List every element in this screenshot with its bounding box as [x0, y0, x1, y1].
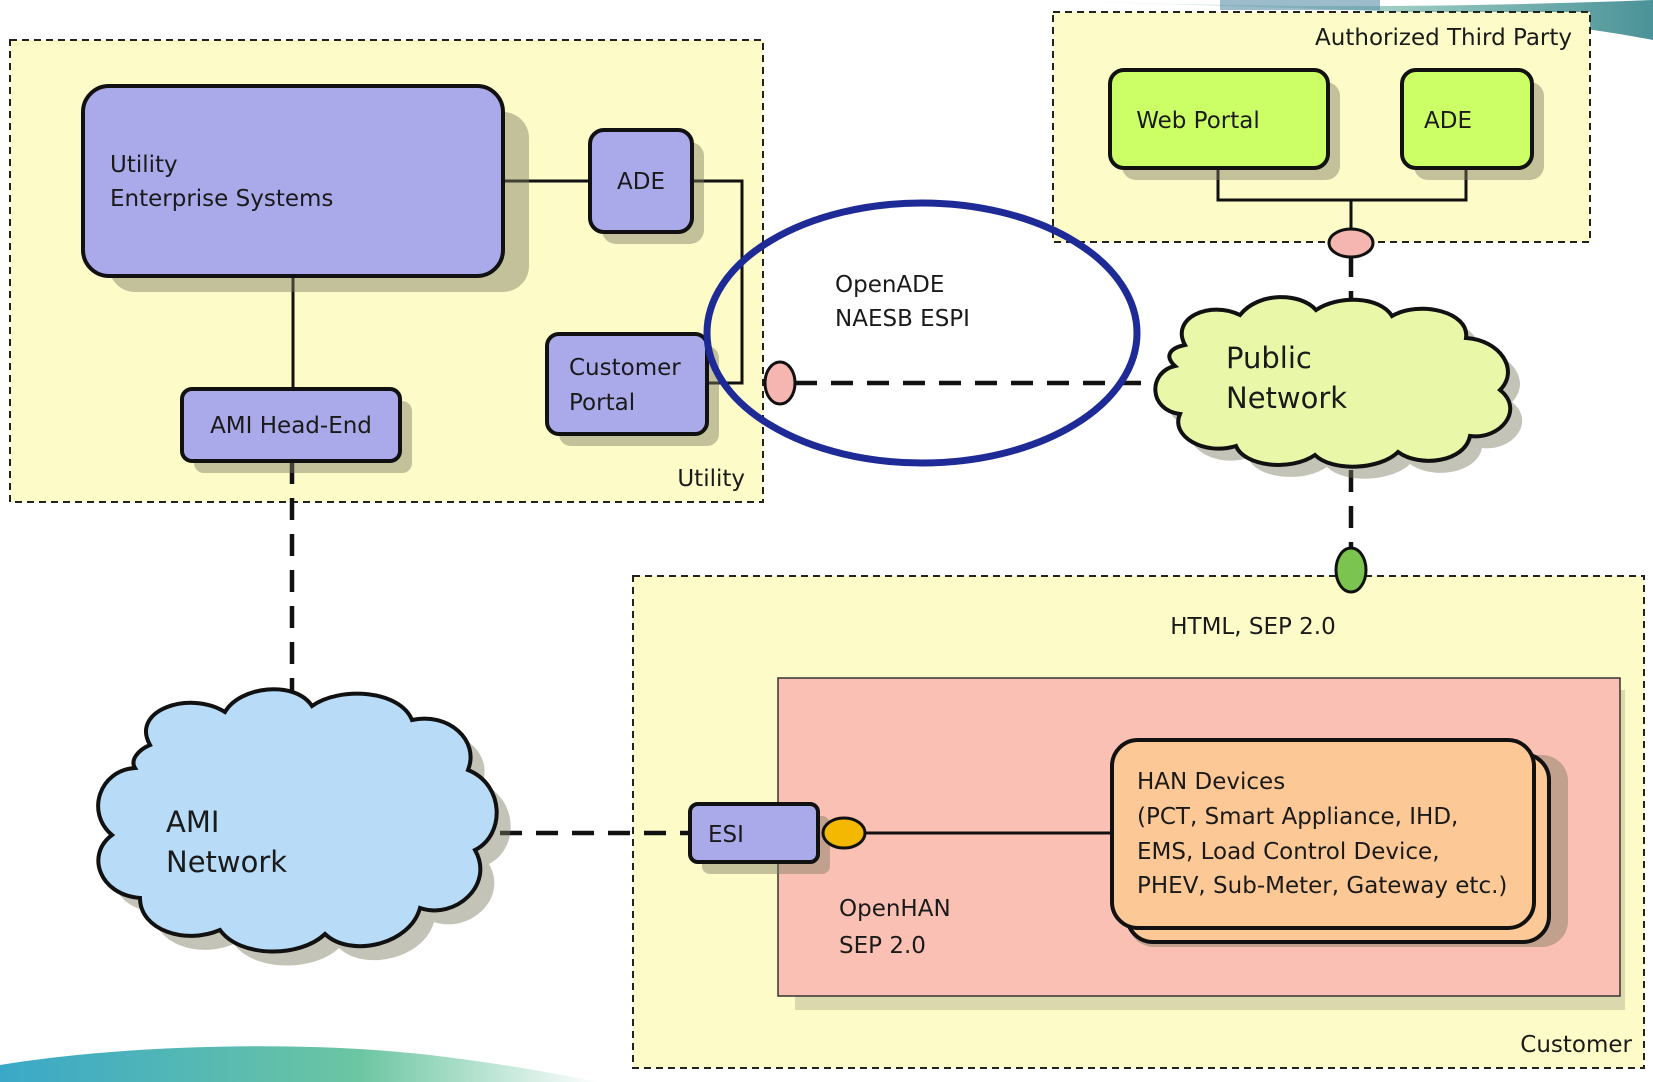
public-network-label-line2: Network: [1226, 381, 1347, 415]
openhan-label-line2: SEP 2.0: [839, 933, 926, 959]
han-devices-label-line1: HAN Devices: [1137, 769, 1285, 795]
esi: ESI: [688, 802, 830, 874]
han-devices-label-line4: PHEV, Sub-Meter, Gateway etc.): [1137, 873, 1507, 899]
openade-label-line2: NAESB ESPI: [835, 306, 970, 332]
web-portal: Web Portal: [1108, 68, 1340, 180]
ami-network-cloud: AMI Network: [96, 687, 511, 966]
public-network-cloud: Public Network: [1153, 295, 1523, 479]
port-third-party: [1327, 227, 1375, 259]
customer-portal-label-line2: Portal: [569, 390, 635, 416]
ami-network-label-line1: AMI: [166, 805, 219, 839]
connector-web-portal-bus: [1216, 170, 1468, 202]
openade-highlight-ellipse: [703, 199, 1141, 467]
enterprise-label-line1: Utility: [110, 152, 178, 178]
html-sep-label: HTML, SEP 2.0: [1170, 614, 1336, 640]
web-portal-label: Web Portal: [1136, 108, 1260, 134]
customer-portal: Customer Portal: [545, 332, 719, 446]
public-network-label-line1: Public: [1226, 341, 1312, 375]
port-customer-portal: [763, 360, 797, 406]
customer-zone-label: Customer: [1520, 1032, 1632, 1058]
port-esi: [821, 816, 867, 850]
openhan-label-line1: OpenHAN: [839, 896, 951, 922]
third-party-zone-label: Authorized Third Party: [1315, 25, 1572, 51]
han-devices-label-line3: EMS, Load Control Device,: [1137, 839, 1440, 865]
han-devices: HAN Devices (PCT, Smart Appliance, IHD, …: [1110, 738, 1568, 947]
utility-enterprise-systems: Utility Enterprise Systems: [81, 84, 529, 292]
han-devices-label-line2: (PCT, Smart Appliance, IHD,: [1137, 804, 1458, 830]
utility-ade: ADE: [588, 128, 704, 244]
third-party-ade-label: ADE: [1424, 108, 1472, 134]
decorative-swoosh-bottom: [0, 1046, 600, 1082]
decorative-panel-top: [1220, 0, 1380, 10]
ami-network-label-line2: Network: [166, 845, 287, 879]
third-party-ade: ADE: [1400, 68, 1544, 180]
ami-head-end-label: AMI Head-End: [210, 413, 372, 439]
customer-portal-label-line1: Customer: [569, 355, 681, 381]
utility-ade-label: ADE: [617, 169, 665, 195]
enterprise-label-line2: Enterprise Systems: [110, 186, 333, 212]
openade-label-line1: OpenADE: [835, 272, 944, 298]
port-customer-zone: [1334, 546, 1368, 594]
ami-head-end: AMI Head-End: [180, 387, 412, 473]
decorative-swoosh-top: [1050, 0, 1653, 40]
esi-label: ESI: [708, 822, 744, 848]
utility-zone-label: Utility: [677, 466, 745, 492]
